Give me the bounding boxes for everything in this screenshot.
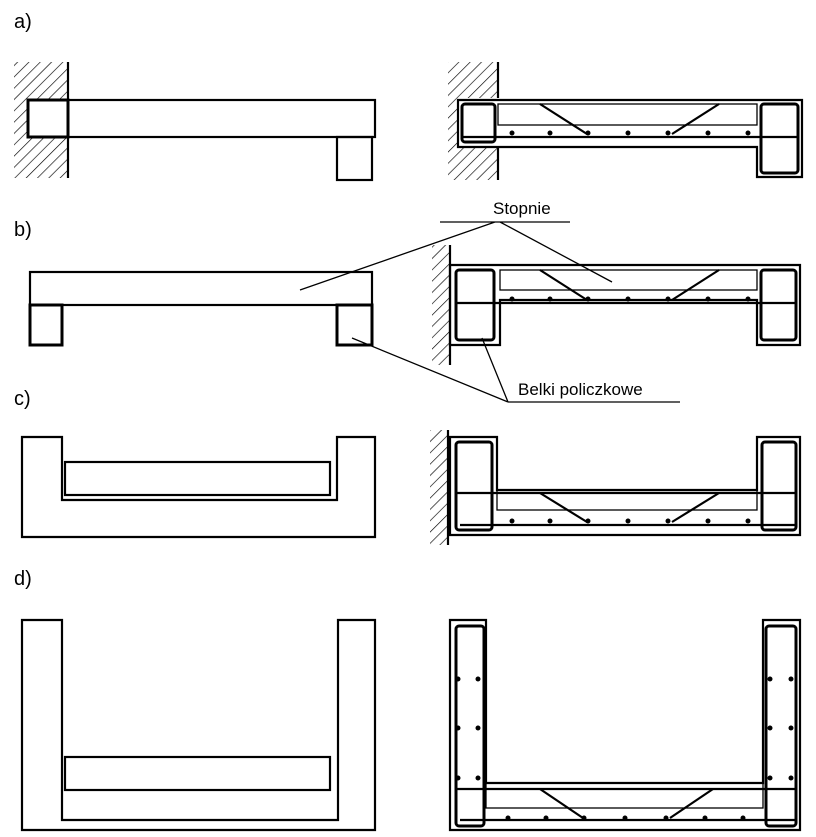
panel-d-reinforcement [448,618,802,832]
panel-label-b: b) [14,219,32,241]
panel-c-reinforcement [430,430,802,545]
wall-hatch [430,430,448,545]
leader-lines-stringers [351,337,680,403]
wall-hatch [448,62,498,180]
panel-label-d: d) [14,568,32,590]
panel-b-reinforcement [432,245,802,365]
annotation-stringer-beams: Belki policzkowe [518,380,643,399]
annotation-steps: Stopnie [493,199,551,218]
leader-lines-steps [299,221,613,291]
panel-label-a: a) [14,11,32,33]
panel-b-outline [28,270,374,347]
panel-label-c: c) [14,388,31,410]
panel-c-outline [20,435,377,539]
wall-hatch [14,62,68,178]
panel-d-outline [20,618,377,832]
panel-a-outline [14,62,377,182]
panel-a-reinforcement [448,62,804,180]
wall-hatch [432,245,450,365]
